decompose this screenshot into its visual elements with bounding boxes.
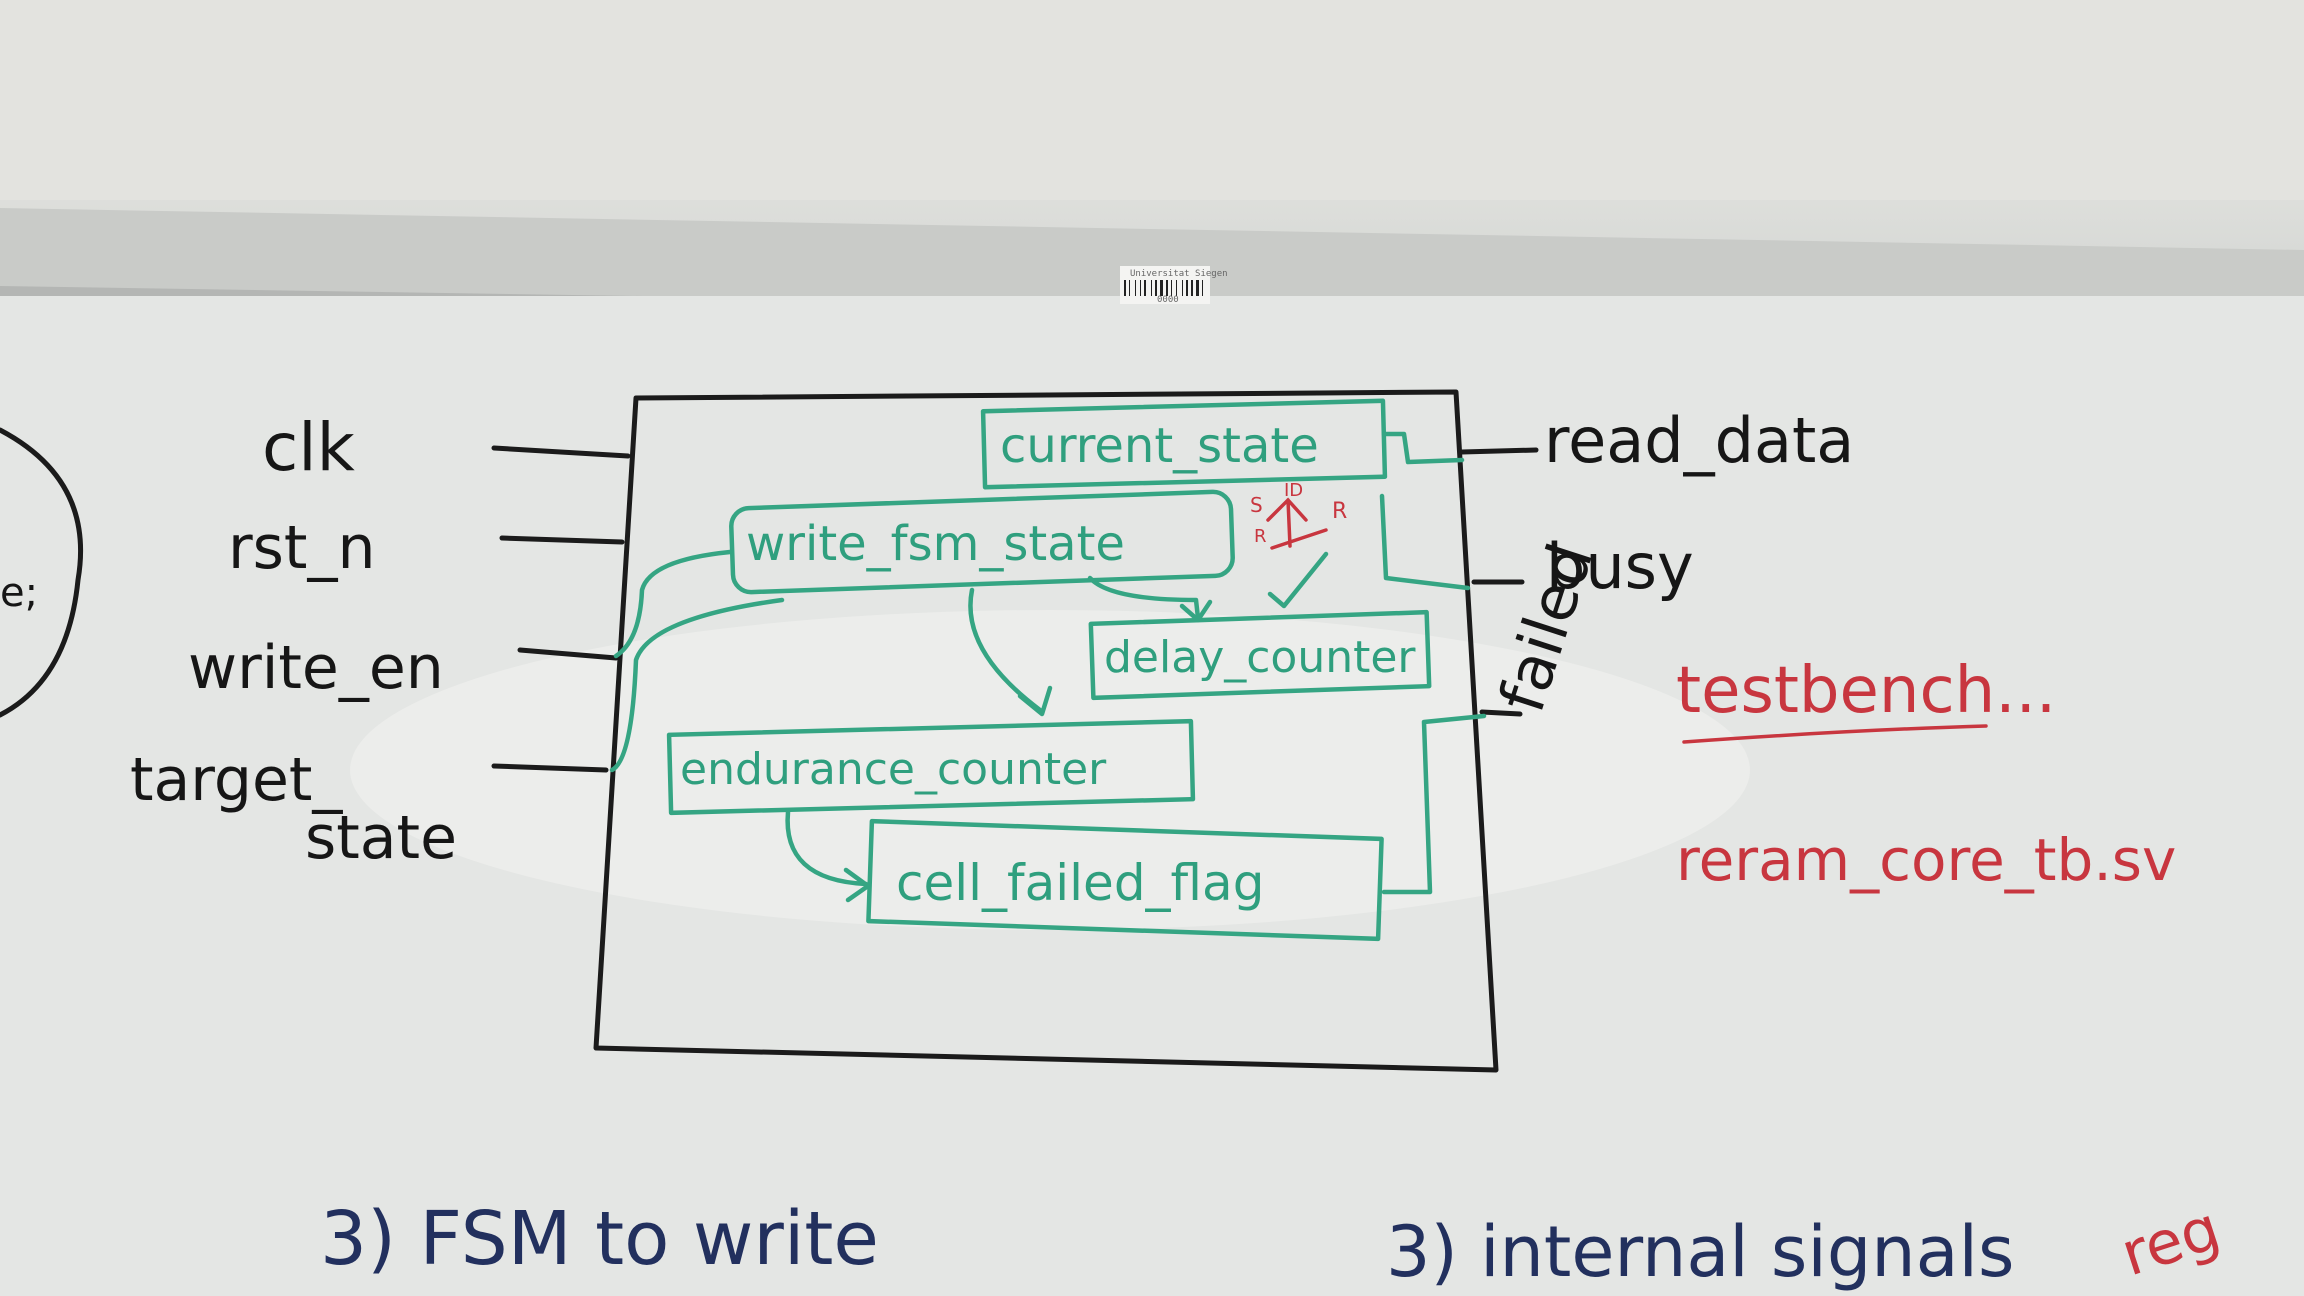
input-label-rst-n: rst_n [228, 513, 375, 583]
board-glare [350, 610, 1750, 930]
wire-current-state-to-read-data [1381, 431, 1465, 465]
cell-failed-flag-label: cell_failed_flag [896, 854, 1264, 912]
output-label-busy: busy [1546, 530, 1694, 603]
output-line-read-data [1459, 447, 1539, 455]
bottom-note-left: 3) FSM to write [320, 1196, 879, 1282]
input-label-state: state [305, 803, 457, 873]
state-mark-id: ID [1284, 480, 1303, 501]
state-mark-r-right: R [1332, 499, 1347, 524]
wire-fsm-to-busy [1379, 493, 1471, 591]
module-box [593, 389, 1499, 1073]
input-label-target: target_ [130, 745, 343, 815]
state-diagram-sketch: S ID R R [1250, 480, 1347, 550]
write-fsm-state-box [729, 489, 1235, 595]
bottom-note-right: 3) internal signals [1386, 1211, 2014, 1293]
barcode-bar [1140, 280, 1141, 296]
barcode-bar [1176, 280, 1177, 296]
wire-endurance-to-cellfailed [785, 809, 869, 887]
barcode-bar [1202, 280, 1203, 296]
arrowhead-cellfailed [843, 867, 871, 903]
arrowhead-delay [1179, 599, 1213, 623]
barcode-bars [1124, 280, 1203, 296]
wire-fsm-to-delay [1087, 575, 1201, 621]
state-mark-s: S [1250, 493, 1263, 517]
barcode-bar [1144, 280, 1146, 296]
barcode-bar [1129, 280, 1130, 296]
barcode-bar [1182, 280, 1183, 296]
barcode-bar [1196, 280, 1199, 296]
barcode-bar [1171, 280, 1172, 296]
barcode-bar [1166, 280, 1168, 296]
current-state-label: current_state [1000, 418, 1319, 474]
wire-write-en-to-fsm [613, 549, 733, 659]
delay-counter-box [1088, 609, 1432, 701]
endurance-counter-box [666, 718, 1196, 816]
barcode-bar [1151, 280, 1152, 296]
testbench-title: testbench... [1676, 654, 2056, 728]
endurance-counter-label: endurance_counter [680, 744, 1107, 795]
barcode-bar [1135, 280, 1136, 296]
output-line-failed [1479, 709, 1523, 717]
wire-target-state-to-fsm [609, 597, 785, 773]
barcode-bar [1155, 280, 1157, 296]
barcode-sticker: Universitat Siegen 0000 [1120, 266, 1228, 305]
input-line-write-en [517, 647, 619, 661]
input-label-clk: clk [262, 409, 356, 486]
write-fsm-state-label: write_fsm_state [746, 516, 1125, 572]
state-mark-r-left: R [1254, 526, 1267, 547]
left-fragment-text: e; [0, 570, 38, 616]
wire-cellfailed-to-failed [1381, 713, 1487, 895]
wall-top [0, 0, 2304, 200]
cell-failed-flag-box [866, 818, 1384, 942]
barcode-bar [1191, 280, 1193, 296]
barcode-bar [1186, 280, 1188, 296]
output-label-read-data: read_data [1544, 404, 1854, 477]
barcode-bar [1124, 280, 1126, 296]
input-line-clk [491, 445, 631, 459]
barcode-number: 0000 [1157, 295, 1179, 305]
input-label-write-en: write_en [188, 633, 444, 703]
current-state-box [980, 398, 1388, 490]
input-line-rst-n [499, 535, 625, 545]
partial-circle [0, 427, 84, 718]
check-mark [1267, 551, 1329, 609]
testbench-underline [1682, 724, 1988, 744]
arrowhead-endurance [1017, 685, 1053, 717]
testbench-filename: reram_core_tb.sv [1676, 826, 2176, 894]
delay-counter-label: delay_counter [1104, 632, 1416, 683]
barcode-label: Universitat Siegen [1130, 269, 1228, 279]
barcode-bar [1160, 280, 1163, 296]
input-line-target-state [491, 763, 609, 773]
